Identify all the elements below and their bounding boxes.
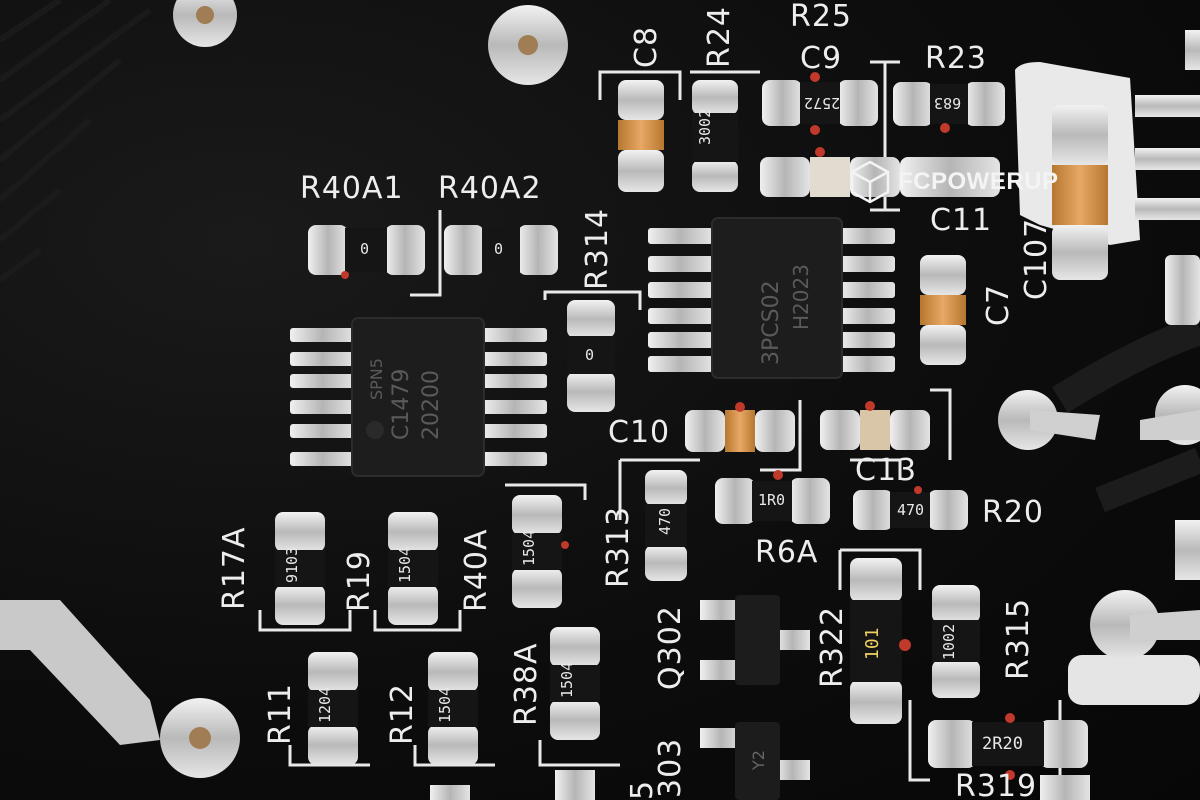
silk-r40a1: R40A1 [300,171,404,206]
header-pins [1135,95,1200,220]
marking-r315: 1002 [940,623,958,660]
silk-r23: R23 [925,41,988,76]
q303-marking: Y2 [749,750,768,770]
silk-r40a2: R40A2 [438,171,542,206]
marking-c9: 2572 [804,94,841,112]
silk-r17a: R17A [217,526,252,610]
marking-r24: 3002 [696,108,714,145]
marking-r12: 1504 [436,686,454,723]
silk-q303: 303 [653,737,688,798]
silk-q302: Q302 [653,605,688,690]
marking-r313: 470 [656,507,674,535]
silk-r38a: R38A [509,642,544,726]
silk-r19: R19 [342,549,377,612]
cube-logo-icon [850,160,890,204]
trace-layer [0,0,1200,513]
silk-r20: R20 [982,495,1045,530]
marking-r19: 1504 [396,546,414,583]
marking-r11: 1204 [316,686,334,723]
silk-c9: C9 [800,41,843,76]
through-holes [160,0,1200,778]
ic2-marking-line1: 3PCS02 [759,280,784,365]
ic1-marking-line2: C1479 [389,368,414,440]
ic1-soic8 [290,317,547,477]
silk-r40a: R40A [459,528,494,612]
silk-c8: C8 [629,25,664,68]
silk-c10: C10 [608,415,671,450]
silk-r314: R314 [580,207,615,290]
marking-r17a: 9103 [283,546,301,583]
marking-r322: 101 [862,627,883,660]
marking-r40a2: 0 [494,240,504,258]
silk-r315: R315 [1001,597,1036,680]
cap-c13 [820,401,930,450]
watermark: FCPOWERUP [850,160,1059,204]
marking-r40a: 1504 [520,529,538,566]
ic2-soic14 [648,217,895,379]
q303-sot23 [700,722,810,800]
silk-r25: R25 [790,0,853,34]
cap-c107 [1052,105,1108,280]
marking-r23: 683 [934,94,962,112]
ic1-marking-line3: 20200 [419,370,444,440]
silk-r6a: R6A [755,535,819,570]
silk-c11: C11 [930,203,993,238]
glue-dots [341,72,1015,780]
marking-r38a: 1504 [558,661,576,698]
marking-r6a: 1R0 [758,491,786,509]
marking-r20: 470 [897,501,925,519]
marking-r314: 0 [585,346,595,364]
silk-r322: R322 [815,605,850,688]
silk-r319: R319 [955,769,1038,800]
silk-pad-bottom-left [0,600,160,745]
silk-c7: C7 [981,283,1016,326]
silk-r11: R11 [263,682,298,745]
resistors [275,80,1088,768]
ic1-marking-line1: SPN5 [367,358,386,400]
q302-sot23 [700,595,810,685]
silk-r12: R12 [385,682,420,745]
watermark-text: FCPOWERUP [898,168,1059,195]
silk-c107: C107 [1019,217,1054,300]
silk-c13: C13 [855,453,918,488]
silk-p5: 5 [625,779,660,800]
cap-c8 [618,80,664,192]
cap-c7 [920,255,966,365]
marking-r40a1: 0 [360,240,370,258]
marking-r319: 2R20 [982,734,1023,754]
cap-c10 [685,402,795,452]
silk-r313: R313 [601,505,636,588]
silk-r24: R24 [702,5,737,68]
ic2-marking-line2: H2023 [789,264,813,330]
